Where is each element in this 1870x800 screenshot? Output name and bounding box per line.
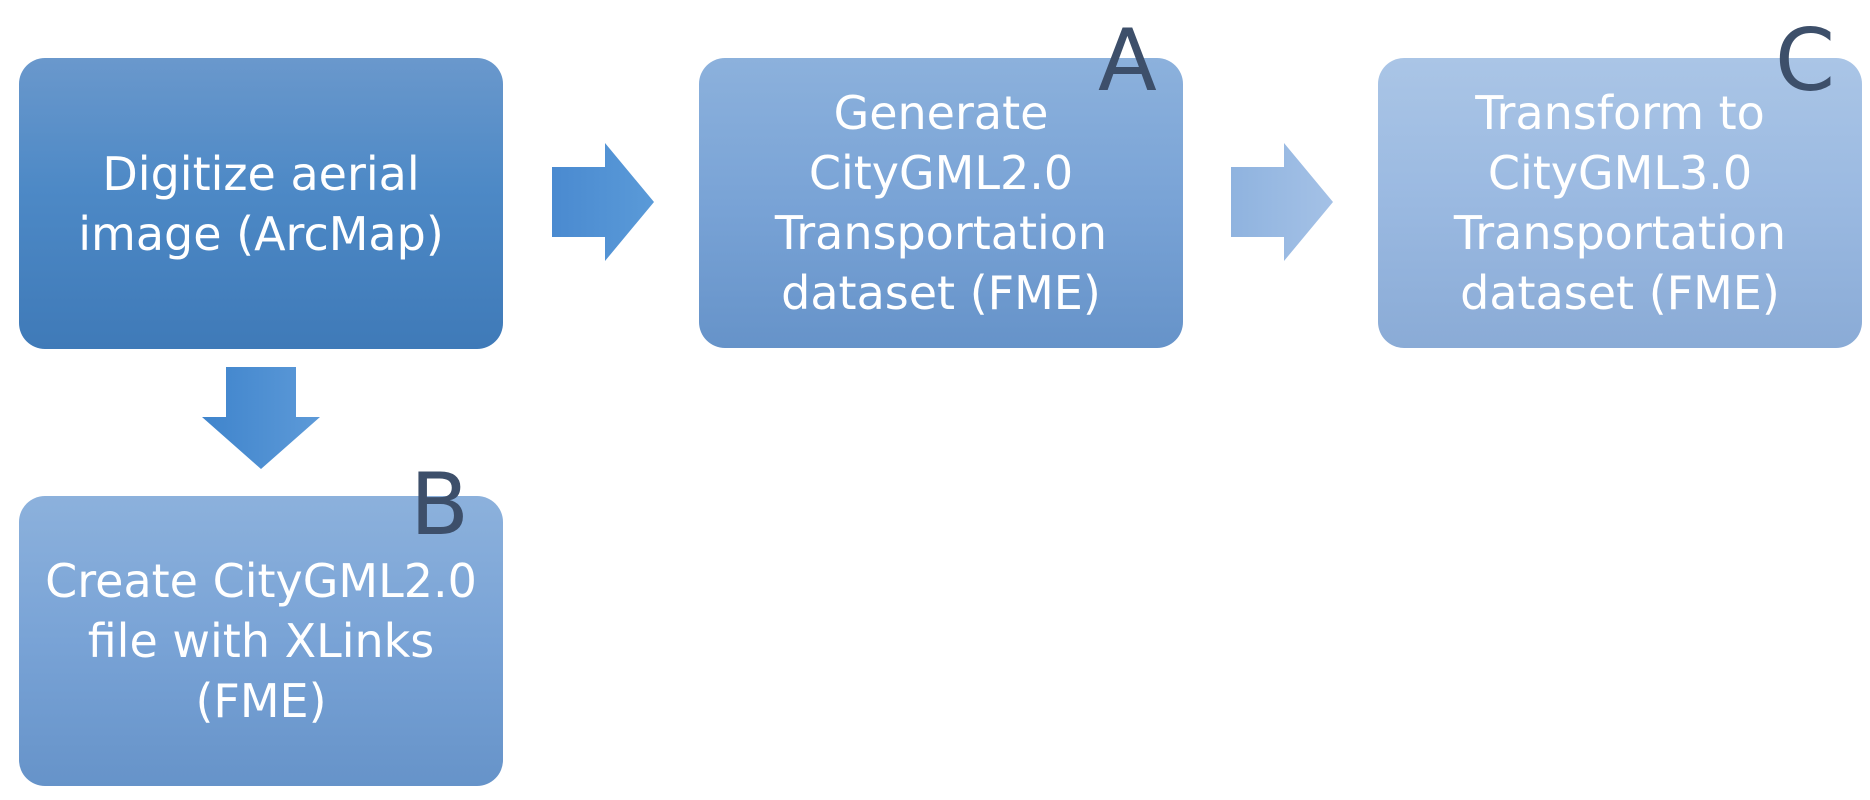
step-marker-a: A — [1098, 11, 1157, 111]
arrow-right-icon — [552, 143, 654, 261]
step-marker-b: B — [410, 455, 469, 555]
step-label-digitize: Digitize aerial image (ArcMap) — [78, 146, 444, 261]
step-label-generate: Generate CityGML2.0 Transportation datas… — [774, 86, 1108, 320]
step-box-generate: Generate CityGML2.0 Transportation datas… — [699, 58, 1183, 348]
step-box-transform: Transform to CityGML3.0 Transportation d… — [1378, 58, 1862, 348]
arrow-right-icon — [1231, 143, 1333, 261]
step-box-create: Create CityGML2.0 file with XLinks (FME) — [19, 496, 503, 786]
arrow-down-icon — [202, 367, 320, 469]
step-marker-c: C — [1775, 11, 1836, 111]
step-label-transform: Transform to CityGML3.0 Transportation d… — [1453, 86, 1787, 320]
step-label-create: Create CityGML2.0 file with XLinks (FME) — [45, 554, 477, 728]
step-box-digitize: Digitize aerial image (ArcMap) — [19, 58, 503, 349]
